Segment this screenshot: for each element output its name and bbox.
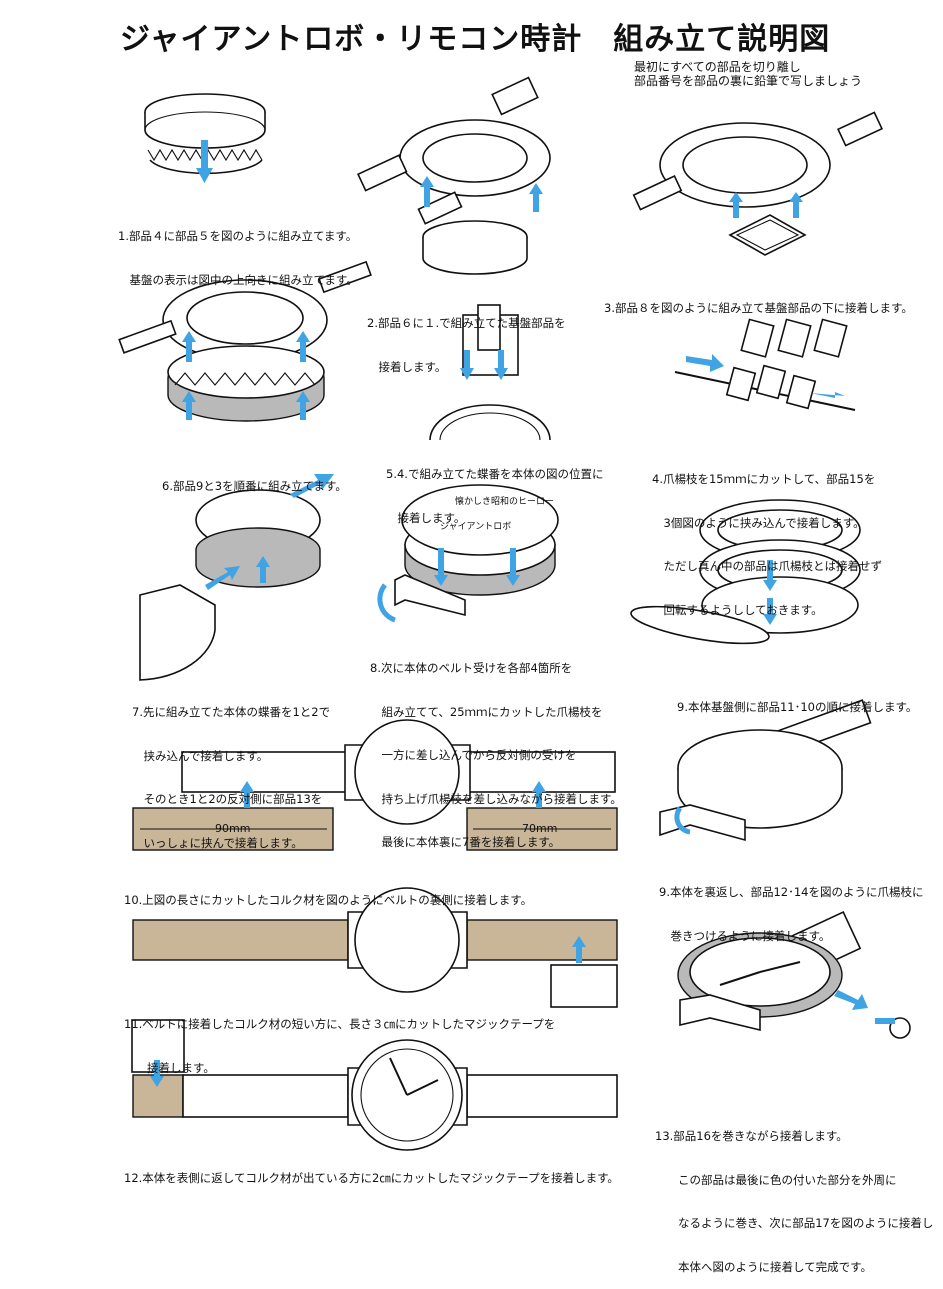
caption-line: 10.上図の長さにカットしたコルク材を図のようにベルトの裏側に接着します。 (124, 893, 533, 907)
back-text-1: 懐かしき昭和のヒーロー (455, 497, 555, 507)
caption-line: 持ち上げ爪楊枝を差し込みながら接着します。 (370, 791, 622, 806)
caption-line: 挟み込んで接着します。 (132, 748, 269, 763)
step9a-illustration (630, 499, 861, 645)
intro-note: 最初にすべての部品を切り離し 部品番号を部品の裏に鉛筆で写しましょう (634, 60, 862, 88)
caption-step11: 11.ベルトに接着したコルク材の短い方に、長さ３㎝にカットしたマジックテープを … (124, 988, 555, 1090)
caption-line: 組み立てて、25ｍｍにカットした爪楊枝を (370, 704, 603, 719)
caption-line: 9.本体を裏返し、部品12･14を図のように爪楊枝に (659, 885, 924, 899)
caption-line: 接着します。 (367, 359, 447, 374)
caption-line: 9.本体基盤側に部品11･10の順に接着します。 (677, 700, 918, 714)
caption-line: なるように巻き、次に部品17を図のように接着し (655, 1216, 934, 1230)
step4-illustration (674, 318, 856, 411)
caption-line: 11.ベルトに接着したコルク材の短い方に、長さ３㎝にカットしたマジックテープを (124, 1017, 556, 1031)
caption-line: 一方に差し込んでから反対側の受けを (370, 748, 577, 762)
intro-line: 最初にすべての部品を切り離し (634, 60, 801, 74)
caption-step3: 3.部品８を図のように組み立て基盤部品の下に接着します。 (604, 272, 913, 330)
caption-line: 7.先に組み立てた本体の蝶番を1と2で (132, 705, 331, 719)
step8-illustration (377, 484, 559, 623)
caption-line: 基盤の表示は図中の上向きに組み立てます。 (118, 272, 358, 287)
caption-step9a: 9.本体基盤側に部品11･10の順に接着します。 (677, 671, 917, 729)
caption-line: 接着します。 (386, 510, 466, 525)
caption-line: 12.本体を表側に返してコルク材が出ている方に2㎝にカットしたマジックテープを接… (124, 1171, 619, 1185)
caption-step9b: 9.本体を裏返し、部品12･14を図のように爪楊枝に 巻きつけるように接着します… (659, 856, 924, 958)
step5-illustration (429, 304, 551, 441)
step2-illustration (357, 76, 551, 275)
step10-illustration (132, 719, 618, 851)
caption-step8: 8.次に本体のベルト受けを各部4箇所を 組み立てて、25ｍｍにカットした爪楊枝を… (370, 632, 622, 864)
back-text-2: ジャイアントロボ (440, 522, 512, 532)
caption-step6: 6.部品9と3を順番に組み立てます。 (162, 450, 347, 508)
caption-step13: 13.部品16を巻きながら接着します。 この部品は最後に色の付いた部分を外周に … (655, 1100, 933, 1289)
dim-left: 90mm (215, 822, 251, 835)
step13-illustration (677, 911, 911, 1039)
step11-illustration (132, 887, 618, 1008)
assembly-diagrams (118, 76, 911, 1151)
caption-line: 6.部品9と3を順番に組み立てます。 (162, 479, 347, 493)
caption-line: 3.部品８を図のように組み立て基盤部品の下に接着します。 (604, 301, 913, 315)
intro-line: 部品番号を部品の裏に鉛筆で写しましょう (634, 74, 863, 88)
caption-line: 3個図のように挟み込んで接着します。 (652, 515, 865, 530)
caption-line: 8.次に本体のベルト受けを各部4箇所を (370, 661, 573, 675)
caption-step1: 1.部品４に部品５を図のように組み立てます。 基盤の表示は図中の上向きに組み立て… (118, 200, 358, 302)
caption-step12: 12.本体を表側に返してコルク材が出ている方に2㎝にカットしたマジックテープを接… (124, 1142, 619, 1200)
caption-line: いっしょに挟んで接着します。 (132, 835, 303, 850)
caption-line: 2.部品６に１.で組み立てた基盤部品を (367, 316, 566, 330)
caption-line: 13.部品16を巻きながら接着します。 (655, 1129, 848, 1143)
step12-illustration (131, 1019, 618, 1151)
caption-line: 本体へ図のように接着して完成です。 (655, 1259, 873, 1274)
caption-step2: 2.部品６に１.で組み立てた基盤部品を 接着します。 (367, 287, 566, 389)
caption-step10: 10.上図の長さにカットしたコルク材を図のようにベルトの裏側に接着します。 (124, 864, 532, 922)
caption-step7: 7.先に組み立てた本体の蝶番を1と2で 挟み込んで接着します。 そのとき1と2の… (132, 676, 330, 865)
caption-line: 回転するようししておきます。 (652, 602, 823, 617)
caption-line: 巻きつけるように接着します。 (659, 928, 831, 943)
caption-line: ただし真ん中の部品は爪楊枝とは接着せず (652, 559, 882, 573)
step3-illustration (632, 111, 883, 256)
caption-line: 接着します。 (124, 1060, 215, 1075)
step6-illustration (118, 260, 372, 422)
caption-line: 4.爪楊枝を15ｍｍにカットして、部品15を (652, 472, 876, 486)
step1-illustration (144, 93, 266, 183)
caption-step4: 4.爪楊枝を15ｍｍにカットして、部品15を 3個図のように挟み込んで接着します… (652, 443, 882, 632)
caption-line: 5.4.で組み立てた蝶番を本体の図の位置に (386, 467, 604, 481)
step7-illustration (139, 474, 334, 681)
caption-line: 最後に本体裏に7番を接着します。 (370, 835, 561, 849)
caption-line: この部品は最後に色の付いた部分を外周に (655, 1172, 897, 1187)
dim-right: 70mm (522, 822, 558, 835)
page-title: ジャイアントロボ・リモコン時計 組み立て説明図 (120, 22, 831, 57)
caption-step5: 5.4.で組み立てた蝶番を本体の図の位置に 接着します。 (386, 438, 603, 540)
caption-line: 1.部品４に部品５を図のように組み立てます。 (118, 229, 358, 243)
caption-line: そのとき1と2の反対側に部品13を (132, 792, 323, 806)
step9b-illustration (659, 699, 872, 842)
